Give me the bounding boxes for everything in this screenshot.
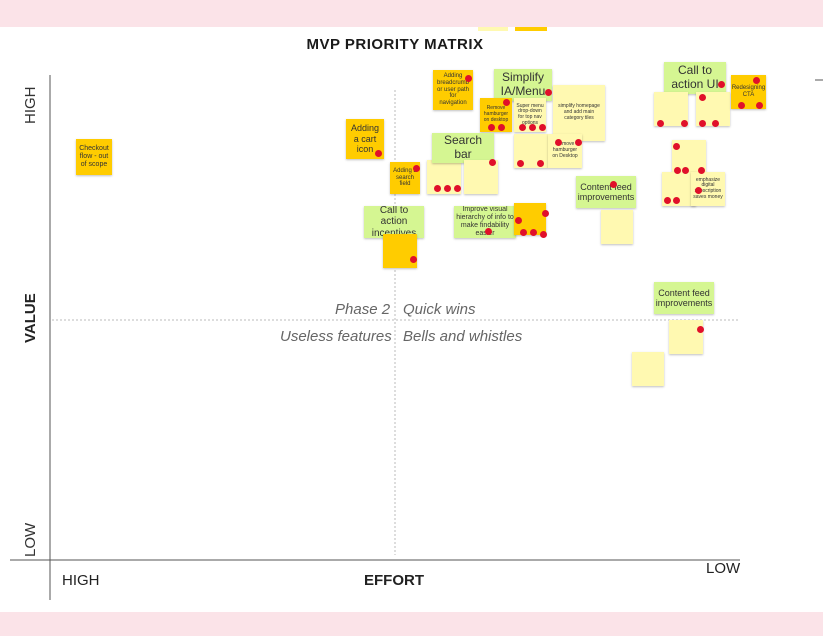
y-axis-low: LOW bbox=[22, 522, 39, 557]
bottom-band bbox=[0, 612, 823, 636]
vote-dot bbox=[555, 139, 562, 146]
sticky-note[interactable]: Search bar bbox=[432, 133, 494, 163]
vote-dot bbox=[375, 150, 382, 157]
sticky-note[interactable]: Checkout flow - out of scope bbox=[76, 139, 112, 175]
y-axis-high: HIGH bbox=[22, 86, 39, 125]
vote-dot bbox=[697, 326, 704, 333]
y-axis-label: VALUE bbox=[22, 293, 39, 343]
vote-dot bbox=[515, 217, 522, 224]
x-axis-high: HIGH bbox=[62, 572, 100, 589]
vote-dot bbox=[454, 185, 461, 192]
vote-dot bbox=[695, 187, 702, 194]
sticky-note[interactable] bbox=[669, 320, 703, 354]
vote-dot bbox=[498, 124, 505, 131]
vote-dot bbox=[488, 124, 495, 131]
sticky-note[interactable] bbox=[601, 210, 633, 244]
page-title: MVP PRIORITY MATRIX bbox=[306, 36, 484, 53]
vote-dot bbox=[699, 120, 706, 127]
vote-dot bbox=[673, 197, 680, 204]
x-axis-low: LOW bbox=[706, 560, 741, 577]
vote-dot bbox=[529, 124, 536, 131]
x-axis-label: EFFORT bbox=[364, 572, 424, 589]
vote-dot bbox=[520, 229, 527, 236]
vote-dot bbox=[519, 124, 526, 131]
sticky-note[interactable]: simplify homepage and add main category … bbox=[553, 85, 605, 141]
vote-dot bbox=[698, 167, 705, 174]
vote-dot bbox=[444, 185, 451, 192]
vote-dot bbox=[434, 185, 441, 192]
vote-dot bbox=[542, 210, 549, 217]
vote-dot bbox=[712, 120, 719, 127]
vote-dot bbox=[537, 160, 544, 167]
vote-dot bbox=[657, 120, 664, 127]
vote-dot bbox=[530, 229, 537, 236]
vote-dot bbox=[674, 167, 681, 174]
sticky-note[interactable]: Content feed improvements bbox=[576, 176, 636, 208]
quadrant-quick-wins: Quick wins bbox=[403, 301, 476, 318]
sticky-note[interactable]: Content feed improvements bbox=[654, 282, 714, 314]
vote-dot bbox=[681, 120, 688, 127]
vote-dot bbox=[413, 165, 420, 172]
sticky-note[interactable]: Redesigning CTA bbox=[731, 75, 766, 109]
vote-dot bbox=[682, 167, 689, 174]
quadrant-phase-2: Phase 2 bbox=[335, 301, 391, 318]
vote-dot bbox=[489, 159, 496, 166]
vote-dot bbox=[465, 75, 472, 82]
sticky-note[interactable]: Call to action incentives bbox=[364, 206, 424, 238]
vote-dot bbox=[753, 77, 760, 84]
vote-dot bbox=[738, 102, 745, 109]
sticky-note[interactable]: Improve visual hierarchy of info to make… bbox=[454, 206, 516, 238]
vote-dot bbox=[575, 139, 582, 146]
vote-dot bbox=[517, 160, 524, 167]
top-band bbox=[0, 0, 823, 27]
quadrant-bells-and-whistles: Bells and whistles bbox=[403, 328, 523, 345]
sticky-note-fragment[interactable] bbox=[515, 27, 547, 31]
sticky-note[interactable] bbox=[632, 352, 664, 386]
quadrant-useless-features: Useless features bbox=[280, 328, 392, 345]
vote-dot bbox=[539, 124, 546, 131]
vote-dot bbox=[699, 94, 706, 101]
sticky-note[interactable]: Simplify IA/Menu bbox=[494, 69, 552, 101]
sticky-note[interactable]: Remove hamburger on Desktop bbox=[548, 134, 582, 168]
vote-dot bbox=[540, 231, 547, 238]
sticky-note[interactable]: Call to action UI bbox=[664, 62, 726, 94]
vote-dot bbox=[410, 256, 417, 263]
vote-dot bbox=[673, 143, 680, 150]
vote-dot bbox=[610, 181, 617, 188]
vote-dot bbox=[718, 81, 725, 88]
sticky-note-fragment[interactable] bbox=[478, 27, 508, 31]
vote-dot bbox=[545, 89, 552, 96]
vote-dot bbox=[485, 228, 492, 235]
vote-dot bbox=[664, 197, 671, 204]
vote-dot bbox=[503, 99, 510, 106]
vote-dot bbox=[756, 102, 763, 109]
